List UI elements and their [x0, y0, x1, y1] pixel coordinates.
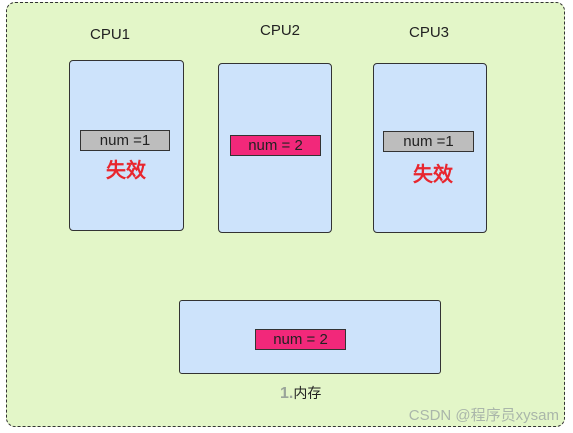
memory-num-variable: num = 2	[255, 329, 346, 350]
cpu3-label: CPU3	[409, 24, 450, 41]
cpu2-num-variable: num = 2	[230, 135, 321, 156]
memory-label-text: 内存	[293, 385, 322, 401]
memory-label-prefix: 1.	[280, 385, 294, 402]
cpu1-num-variable: num =1	[80, 130, 170, 151]
cpu1-label: CPU1	[90, 26, 131, 43]
watermark: CSDN @程序员xysam	[408, 407, 559, 424]
cpu3-invalid-label: 失效	[413, 164, 453, 186]
cpu1-invalid-label: 失效	[106, 160, 146, 182]
memory-label: 1.内存	[280, 383, 321, 403]
cpu2-label: CPU2	[260, 22, 301, 39]
cpu3-num-variable: num =1	[383, 131, 474, 152]
